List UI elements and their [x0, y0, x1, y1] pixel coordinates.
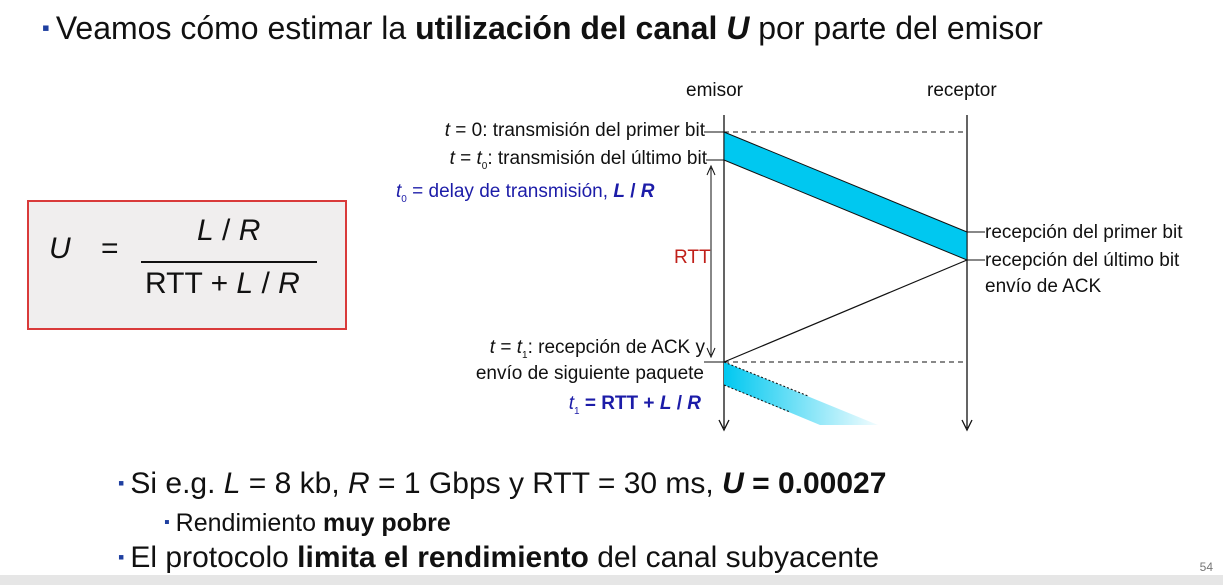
fraction-bar: [141, 261, 317, 263]
t-last-label: t = t0: transmisión del último bit: [449, 148, 707, 172]
page-number: 54: [1199, 560, 1213, 574]
emisor-label: emisor: [686, 80, 744, 101]
delay-label: t0 = delay de transmisión, L / R: [396, 181, 655, 205]
bullet-square-icon: ▪: [118, 547, 125, 567]
t1-equation-label: t1 = RTT + L / R: [568, 393, 701, 417]
utilization-formula-box: U = L / R RTT + L / R: [27, 200, 347, 330]
packet-band: [723, 131, 968, 261]
ack-send-label: envío de ACK: [985, 276, 1102, 297]
t0-label: t = 0: transmisión del primer bit: [444, 120, 705, 141]
receptor-label: receptor: [927, 80, 997, 101]
bottom-bar: [0, 575, 1223, 585]
formula-denominator: RTT + L / R: [145, 267, 300, 300]
bullet-example-sub: ▪Rendimiento muy pobre: [164, 509, 451, 537]
bullet-square-icon: ▪: [118, 473, 125, 493]
slide-heading: ▪Veamos cómo estimar la utilización del …: [42, 10, 1043, 46]
ack-line: [723, 259, 968, 363]
formula-equals: =: [101, 232, 119, 265]
formula-u: U: [49, 232, 71, 265]
recv-last-label: recepción del último bit: [985, 250, 1180, 271]
recv-first-label: recepción del primer bit: [985, 222, 1183, 243]
bullet-example: ▪Si e.g. L = 8 kb, R = 1 Gbps y RTT = 30…: [118, 467, 887, 500]
t1-label: t = t1: recepción de ACK y: [489, 337, 705, 361]
next-packet-label: envío de siguiente paquete: [475, 363, 704, 384]
bullet-protocol: ▪El protocolo limita el rendimiento del …: [118, 541, 880, 574]
formula-numerator: L / R: [197, 214, 261, 247]
bullet-square-icon: ▪: [42, 15, 50, 40]
rtt-label: RTT: [674, 247, 711, 268]
bullet-square-icon: ▪: [164, 514, 170, 531]
